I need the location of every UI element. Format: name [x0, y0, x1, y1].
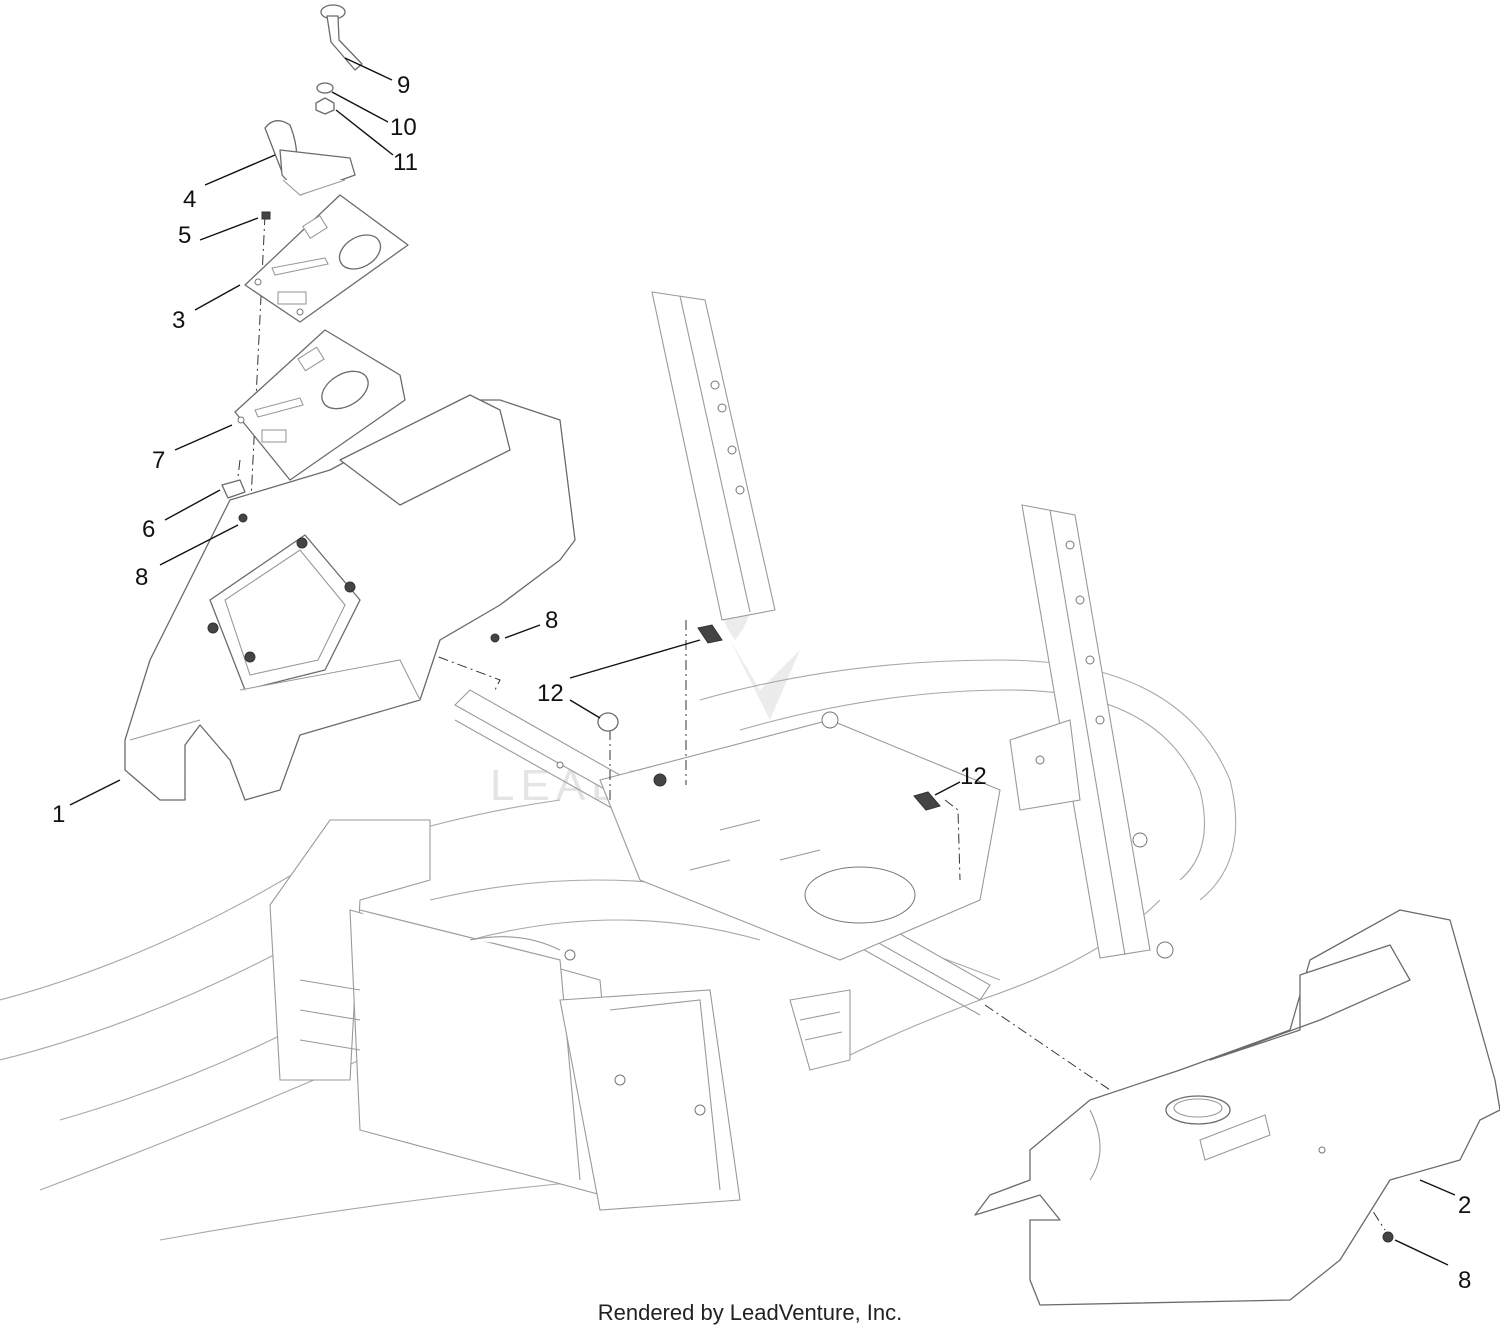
callout-8-mid: 8	[545, 607, 558, 634]
callout-2: 2	[1458, 1192, 1471, 1219]
part-8-screw-upper	[238, 513, 248, 523]
part-10-washer	[316, 82, 334, 94]
callout-12-right: 12	[960, 763, 987, 790]
callout-4: 4	[183, 186, 196, 213]
part-5-screw	[261, 211, 271, 220]
part-8-screw-lower	[1382, 1231, 1394, 1243]
part-3-decal	[244, 194, 409, 323]
part-8-screw-mid	[490, 633, 500, 643]
callout-7: 7	[152, 447, 165, 474]
callout-6: 6	[142, 516, 155, 543]
callout-1: 1	[52, 801, 65, 828]
callout-3: 3	[172, 307, 185, 334]
callout-5: 5	[178, 222, 191, 249]
callout-12-left: 12	[537, 680, 564, 707]
part-7-panel-plate	[234, 329, 406, 481]
leader-lines	[69, 57, 1456, 1266]
callout-labels: 1 2 3 4 5 6 7 8 8 8 9 10 11 12 12	[52, 72, 1471, 1294]
callout-9: 9	[397, 72, 410, 99]
part-2-right-console	[974, 909, 1500, 1306]
callout-10: 10	[390, 114, 417, 141]
part-4-throttle-control	[264, 120, 356, 196]
callout-11: 11	[393, 149, 418, 176]
part-1-left-console	[124, 394, 576, 801]
callout-8-upper: 8	[135, 564, 148, 591]
footer-credit: Rendered by LeadVenture, Inc.	[597, 1300, 903, 1325]
callout-8-lower: 8	[1458, 1267, 1471, 1294]
part-12-grommet	[597, 712, 619, 732]
part-9-knob	[320, 4, 363, 71]
part-6-clip	[221, 479, 246, 499]
part-12-clip-right	[913, 791, 941, 811]
part-11-nut	[315, 97, 335, 115]
part-12-clip-left	[697, 624, 723, 644]
mower-frame	[0, 291, 1237, 1241]
